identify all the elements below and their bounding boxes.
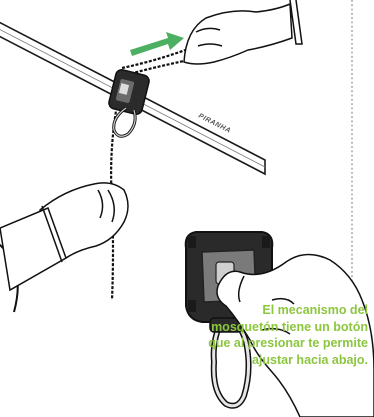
caption: El mecanismo del mosquetón tiene un botó…	[128, 302, 368, 368]
top-ratchet	[108, 69, 150, 138]
pull-arrow	[130, 32, 184, 56]
dotted-frame	[300, 0, 353, 297]
pressing-hand	[216, 253, 374, 417]
caption-line: El mecanismo del	[262, 303, 368, 317]
caption-line: mosquetón tiene un botón	[211, 319, 368, 334]
lower-hand	[0, 182, 129, 292]
caption-line: que al presionar te permite	[208, 336, 368, 350]
upper-hand	[183, 0, 303, 65]
caption-line: ajustar hacia abajo.	[251, 352, 368, 367]
